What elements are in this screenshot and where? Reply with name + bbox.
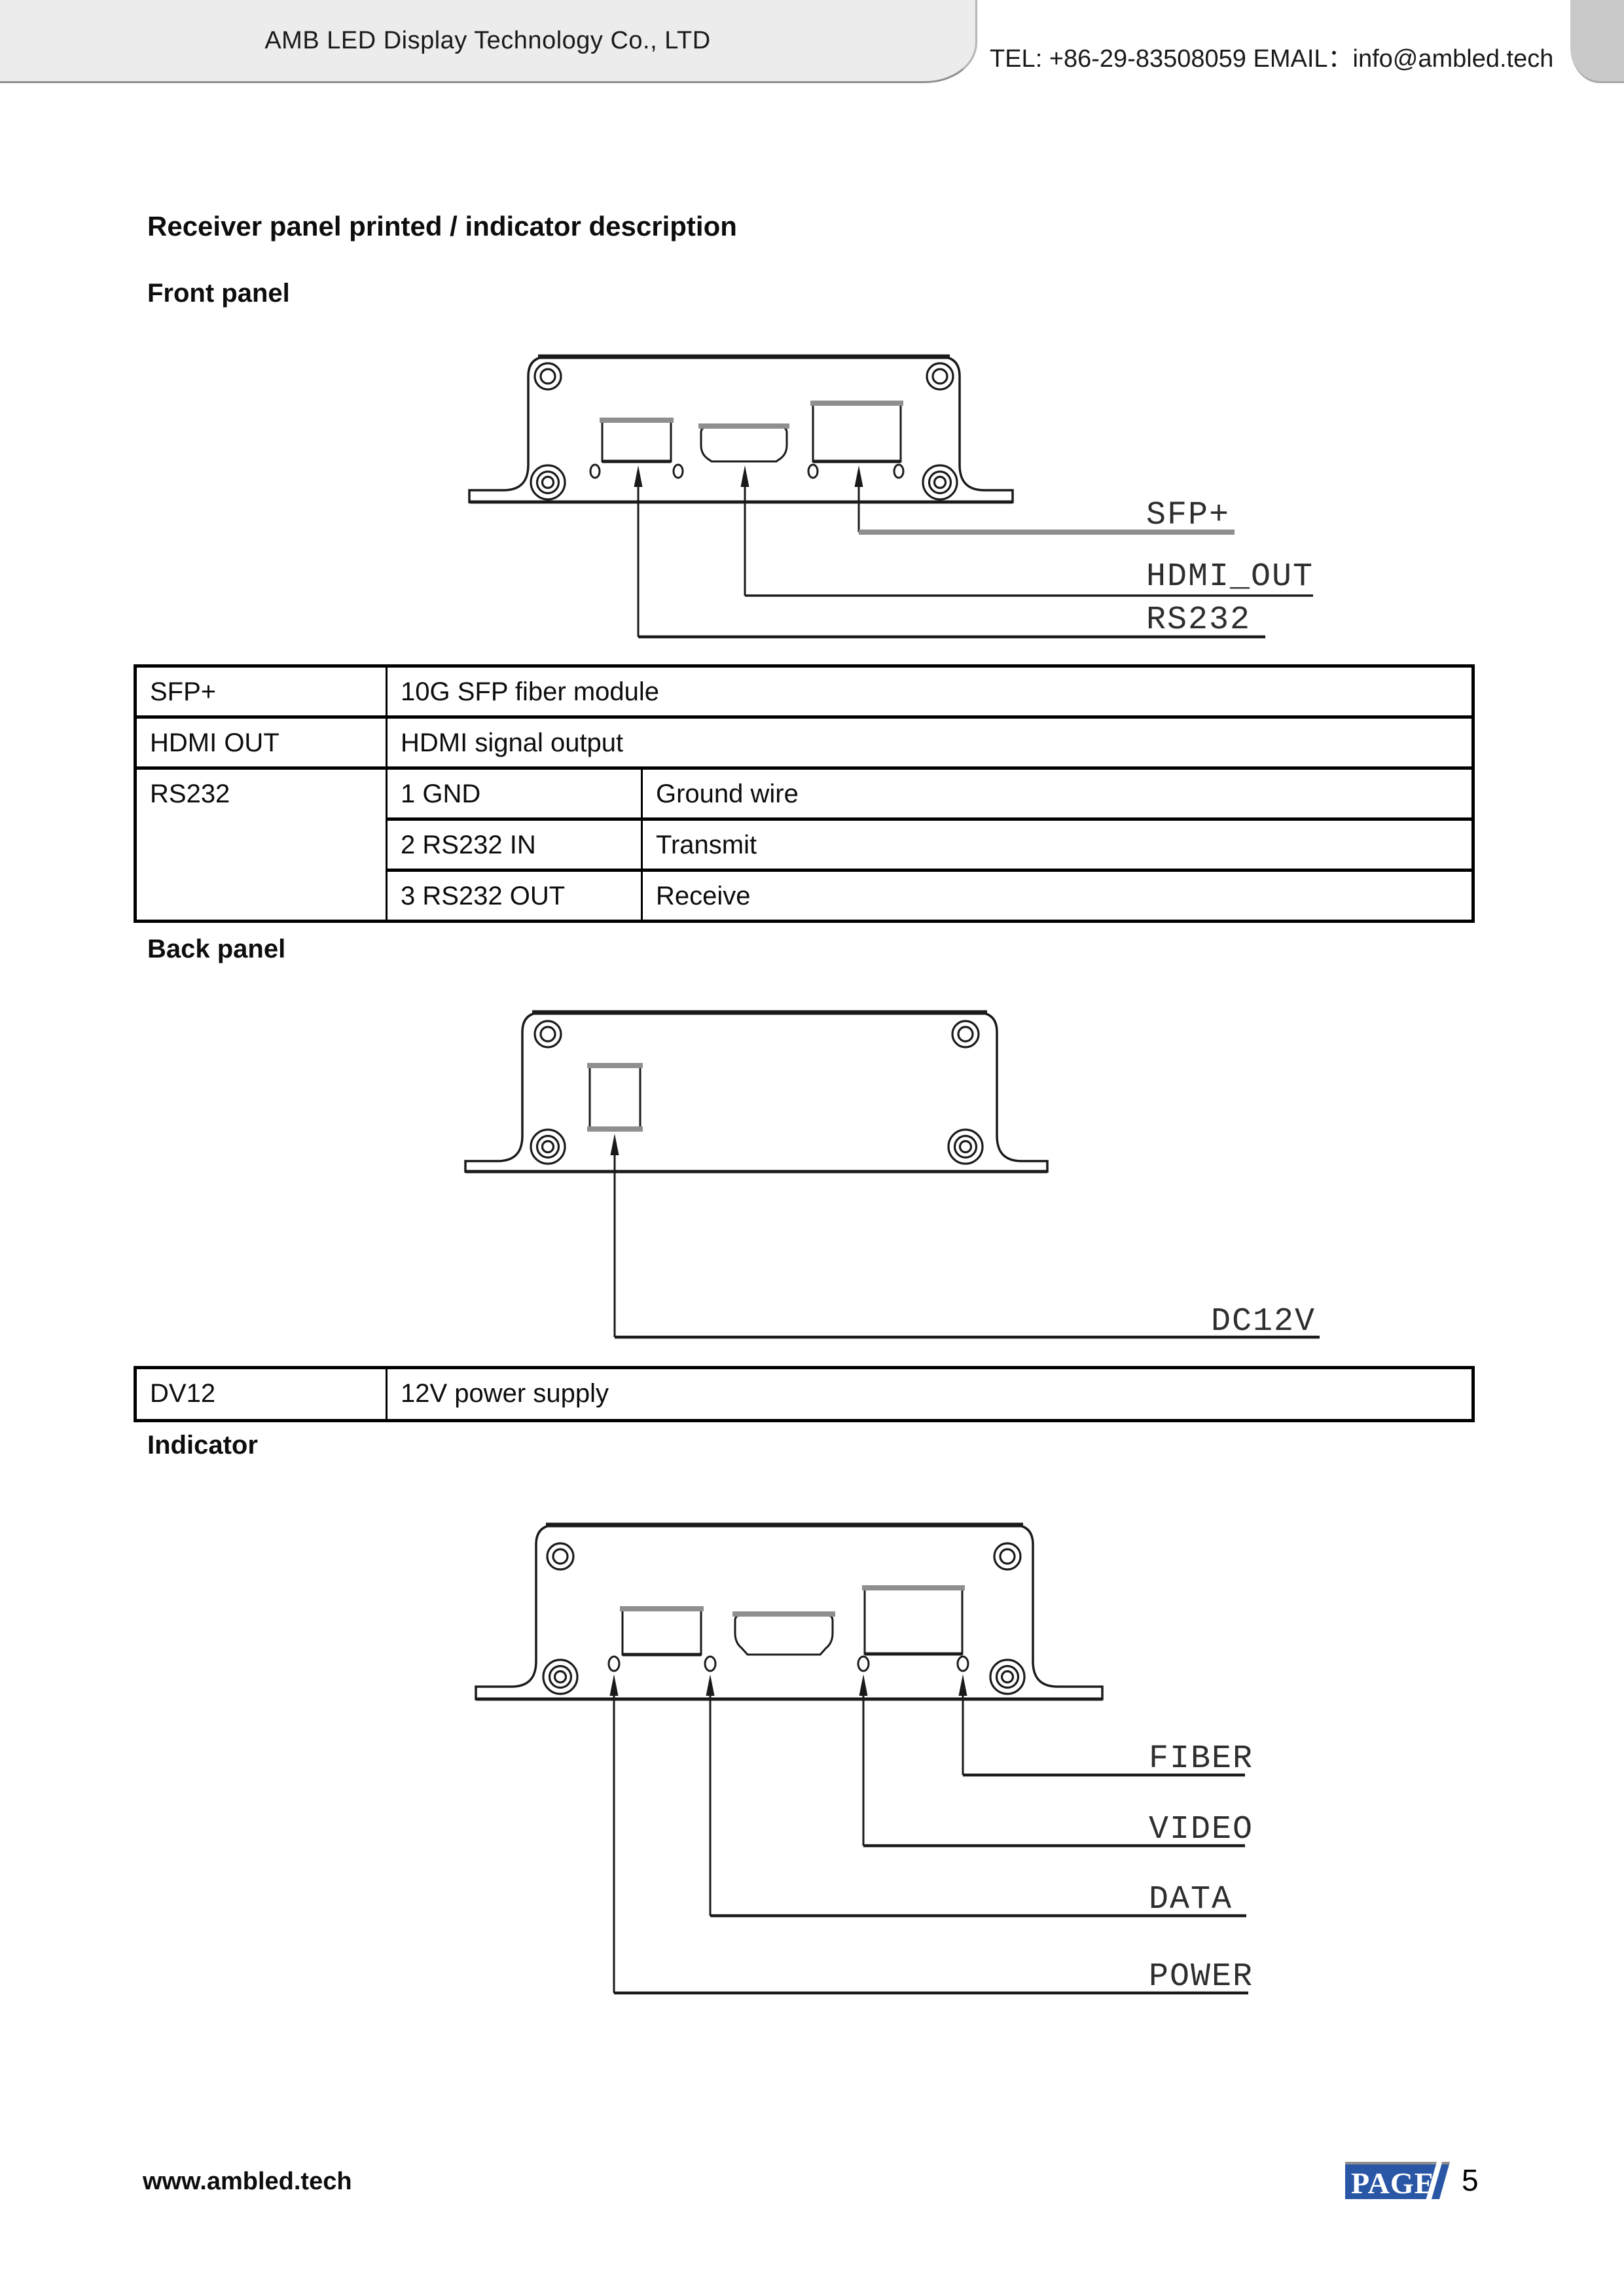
port-desc-cell: 12V power supply — [386, 1366, 1474, 1422]
back-panel-heading: Back panel — [147, 935, 286, 963]
rs232-label: RS232 — [1146, 601, 1251, 639]
indicator-diagram: FIBER VIDEO DATA POWER — [475, 1522, 1254, 1996]
rs232-port-icon — [620, 1606, 704, 1657]
page-number: 5 — [1462, 2163, 1479, 2197]
leader-lines — [614, 1773, 1248, 1995]
table-row: 3 RS232 OUT Receive — [135, 869, 1474, 923]
sfp-port-icon — [810, 401, 903, 463]
device-outline — [464, 1010, 1049, 1174]
hdmi-port-icon — [732, 1611, 835, 1656]
fiber-label: FIBER — [1149, 1740, 1254, 1778]
table-row: DV12 12V power supply — [134, 1366, 1474, 1422]
header-corner-tab — [1570, 0, 1624, 83]
dc12v-label: DC12V — [1211, 1303, 1316, 1340]
back-panel-diagram: DC12V — [464, 1010, 1320, 1340]
pin-desc-cell: Ground wire — [641, 766, 1474, 821]
front-ports-table: SFP+ 10G SFP fiber module HDMI OUT HDMI … — [134, 664, 1475, 923]
leader-arrows — [609, 1132, 620, 1337]
port-desc-cell: HDMI signal output — [386, 715, 1474, 770]
page-badge: PAGE — [1345, 2162, 1450, 2199]
company-name: AMB LED Display Technology Co., LTD — [264, 26, 711, 54]
table-row: SFP+ 10G SFP fiber module — [134, 664, 1474, 719]
front-panel-heading: Front panel — [147, 279, 290, 308]
power-label: POWER — [1149, 1958, 1254, 1996]
leader-arrows — [633, 464, 864, 637]
footer-url: www.ambled.tech — [143, 2168, 352, 2195]
pin-cell: 2 RS232 IN — [386, 817, 643, 872]
table-row: RS232 1 GND Ground wire — [134, 766, 1474, 923]
indicator-heading: Indicator — [147, 1431, 258, 1460]
port-name-cell: HDMI OUT — [134, 715, 388, 770]
port-name-cell: DV12 — [134, 1366, 388, 1422]
led-hole-icon — [607, 1655, 969, 1672]
page-badge-label: PAGE — [1351, 2166, 1435, 2200]
led-hole-icon — [589, 463, 905, 479]
table-row: 2 RS232 IN Transmit — [135, 817, 1474, 872]
sfp-port-icon — [862, 1585, 965, 1656]
pin-cell: 3 RS232 OUT — [386, 869, 643, 923]
pin-cell: 1 GND — [386, 766, 643, 821]
table-row: HDMI OUT HDMI signal output — [134, 715, 1474, 770]
port-desc-cell: 10G SFP fiber module — [386, 664, 1474, 719]
port-name-cell: RS232 — [134, 766, 388, 923]
header-company-box: AMB LED Display Technology Co., LTD — [0, 0, 977, 83]
leader-lines — [638, 529, 1313, 639]
pin-desc-cell: Transmit — [641, 817, 1474, 872]
pin-desc-cell: Receive — [641, 869, 1474, 923]
leader-arrows — [609, 1673, 968, 1993]
hdmi-out-label: HDMI_OUT — [1146, 558, 1314, 596]
header-contact: TEL: +86-29-83508059 EMAIL：info@ambled.t… — [990, 45, 1554, 73]
video-label: VIDEO — [1149, 1811, 1254, 1848]
hdmi-port-icon — [698, 423, 789, 463]
port-name-cell: SFP+ — [134, 664, 388, 719]
front-panel-diagram: SFP+ HDMI_OUT RS232 — [468, 354, 1314, 639]
data-label: DATA — [1149, 1881, 1233, 1918]
dc-port-icon — [587, 1063, 643, 1132]
rs232-port-icon — [600, 418, 674, 463]
page-title: Receiver panel printed / indicator descr… — [147, 211, 737, 242]
sfp-label: SFP+ — [1146, 497, 1230, 534]
power-table: DV12 12V power supply — [134, 1366, 1475, 1422]
